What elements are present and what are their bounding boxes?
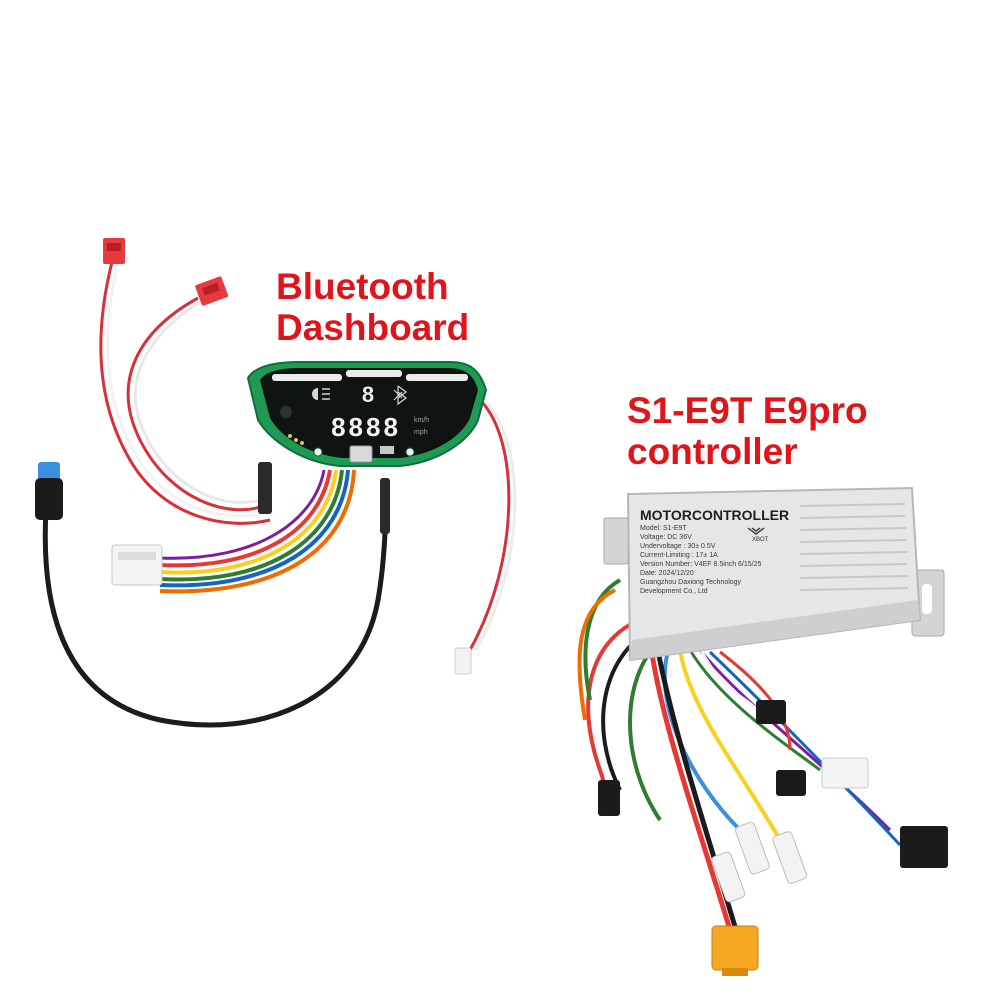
controller-assembly: MOTORCONTROLLER XBOT Model: S1-E9T Volta…: [577, 486, 948, 976]
dashboard-caption-line: Dashboard: [276, 307, 470, 349]
black-connector: [756, 700, 786, 724]
spec-line: Development Co., Ltd: [640, 588, 708, 595]
speed-digits: 8888: [331, 412, 401, 442]
headlight-icon: [312, 388, 330, 400]
spec-line: Guangzhou Daxiong Technology: [640, 579, 742, 586]
red-connector: [195, 276, 229, 306]
white-multipin-connector: [111, 544, 163, 586]
power-button[interactable]: [280, 406, 292, 418]
unit-mph-label: mph: [414, 429, 428, 436]
controller-label-specs: Model: S1-E9T Voltage: DC 36V Undervolta…: [640, 525, 763, 595]
bullet-connector: [734, 821, 770, 875]
controller-caption-line: S1-E9T E9pro: [627, 390, 868, 431]
brand-logo: XBOT: [752, 537, 769, 543]
spec-line: Model: S1-E9T: [640, 525, 687, 532]
brand-logo-mark: [747, 527, 765, 535]
red-connector: [103, 238, 125, 264]
controller-caption-line: controller: [627, 431, 798, 473]
black-connector: [776, 770, 806, 796]
unit-kmh-label: km/h: [414, 417, 429, 424]
dashboard-pcb: 8 8888 km/h mph: [246, 361, 488, 467]
spec-line: Undervoltage : 30± 0.5V: [640, 543, 716, 550]
heat-shrink-sleeve: [258, 462, 272, 514]
dashboard-caption: Bluetooth Dashboard: [276, 266, 469, 349]
controller-case: MOTORCONTROLLER XBOT Model: S1-E9T Volta…: [603, 486, 945, 662]
controller-caption: S1-E9T E9pro controller: [627, 390, 868, 473]
spec-line: Voltage: DC 36V: [640, 534, 692, 541]
bullet-connector: [711, 851, 746, 903]
dashboard-assembly: 8 8888 km/h mph: [35, 238, 517, 728]
black-connector: [598, 780, 620, 816]
spec-line: Version Number: V4EF 8.5inch 6/15/25: [640, 561, 762, 568]
dashboard-caption-line: Bluetooth: [276, 266, 449, 307]
xt60-battery-connector: [711, 925, 759, 976]
small-white-plug: [454, 647, 472, 675]
white-connector: [821, 757, 869, 789]
spec-line: Date: 2024/12/20: [640, 570, 694, 577]
blue-plug-connector: [35, 462, 63, 520]
bullet-connector: [772, 831, 808, 884]
black-motor-connector: [900, 826, 948, 868]
spec-line: Current-Limiting : 17± 1A: [640, 552, 718, 559]
controller-label-title: MOTORCONTROLLER: [640, 507, 789, 523]
bluetooth-icon: [393, 385, 407, 406]
gear-digit: 8: [362, 382, 374, 407]
